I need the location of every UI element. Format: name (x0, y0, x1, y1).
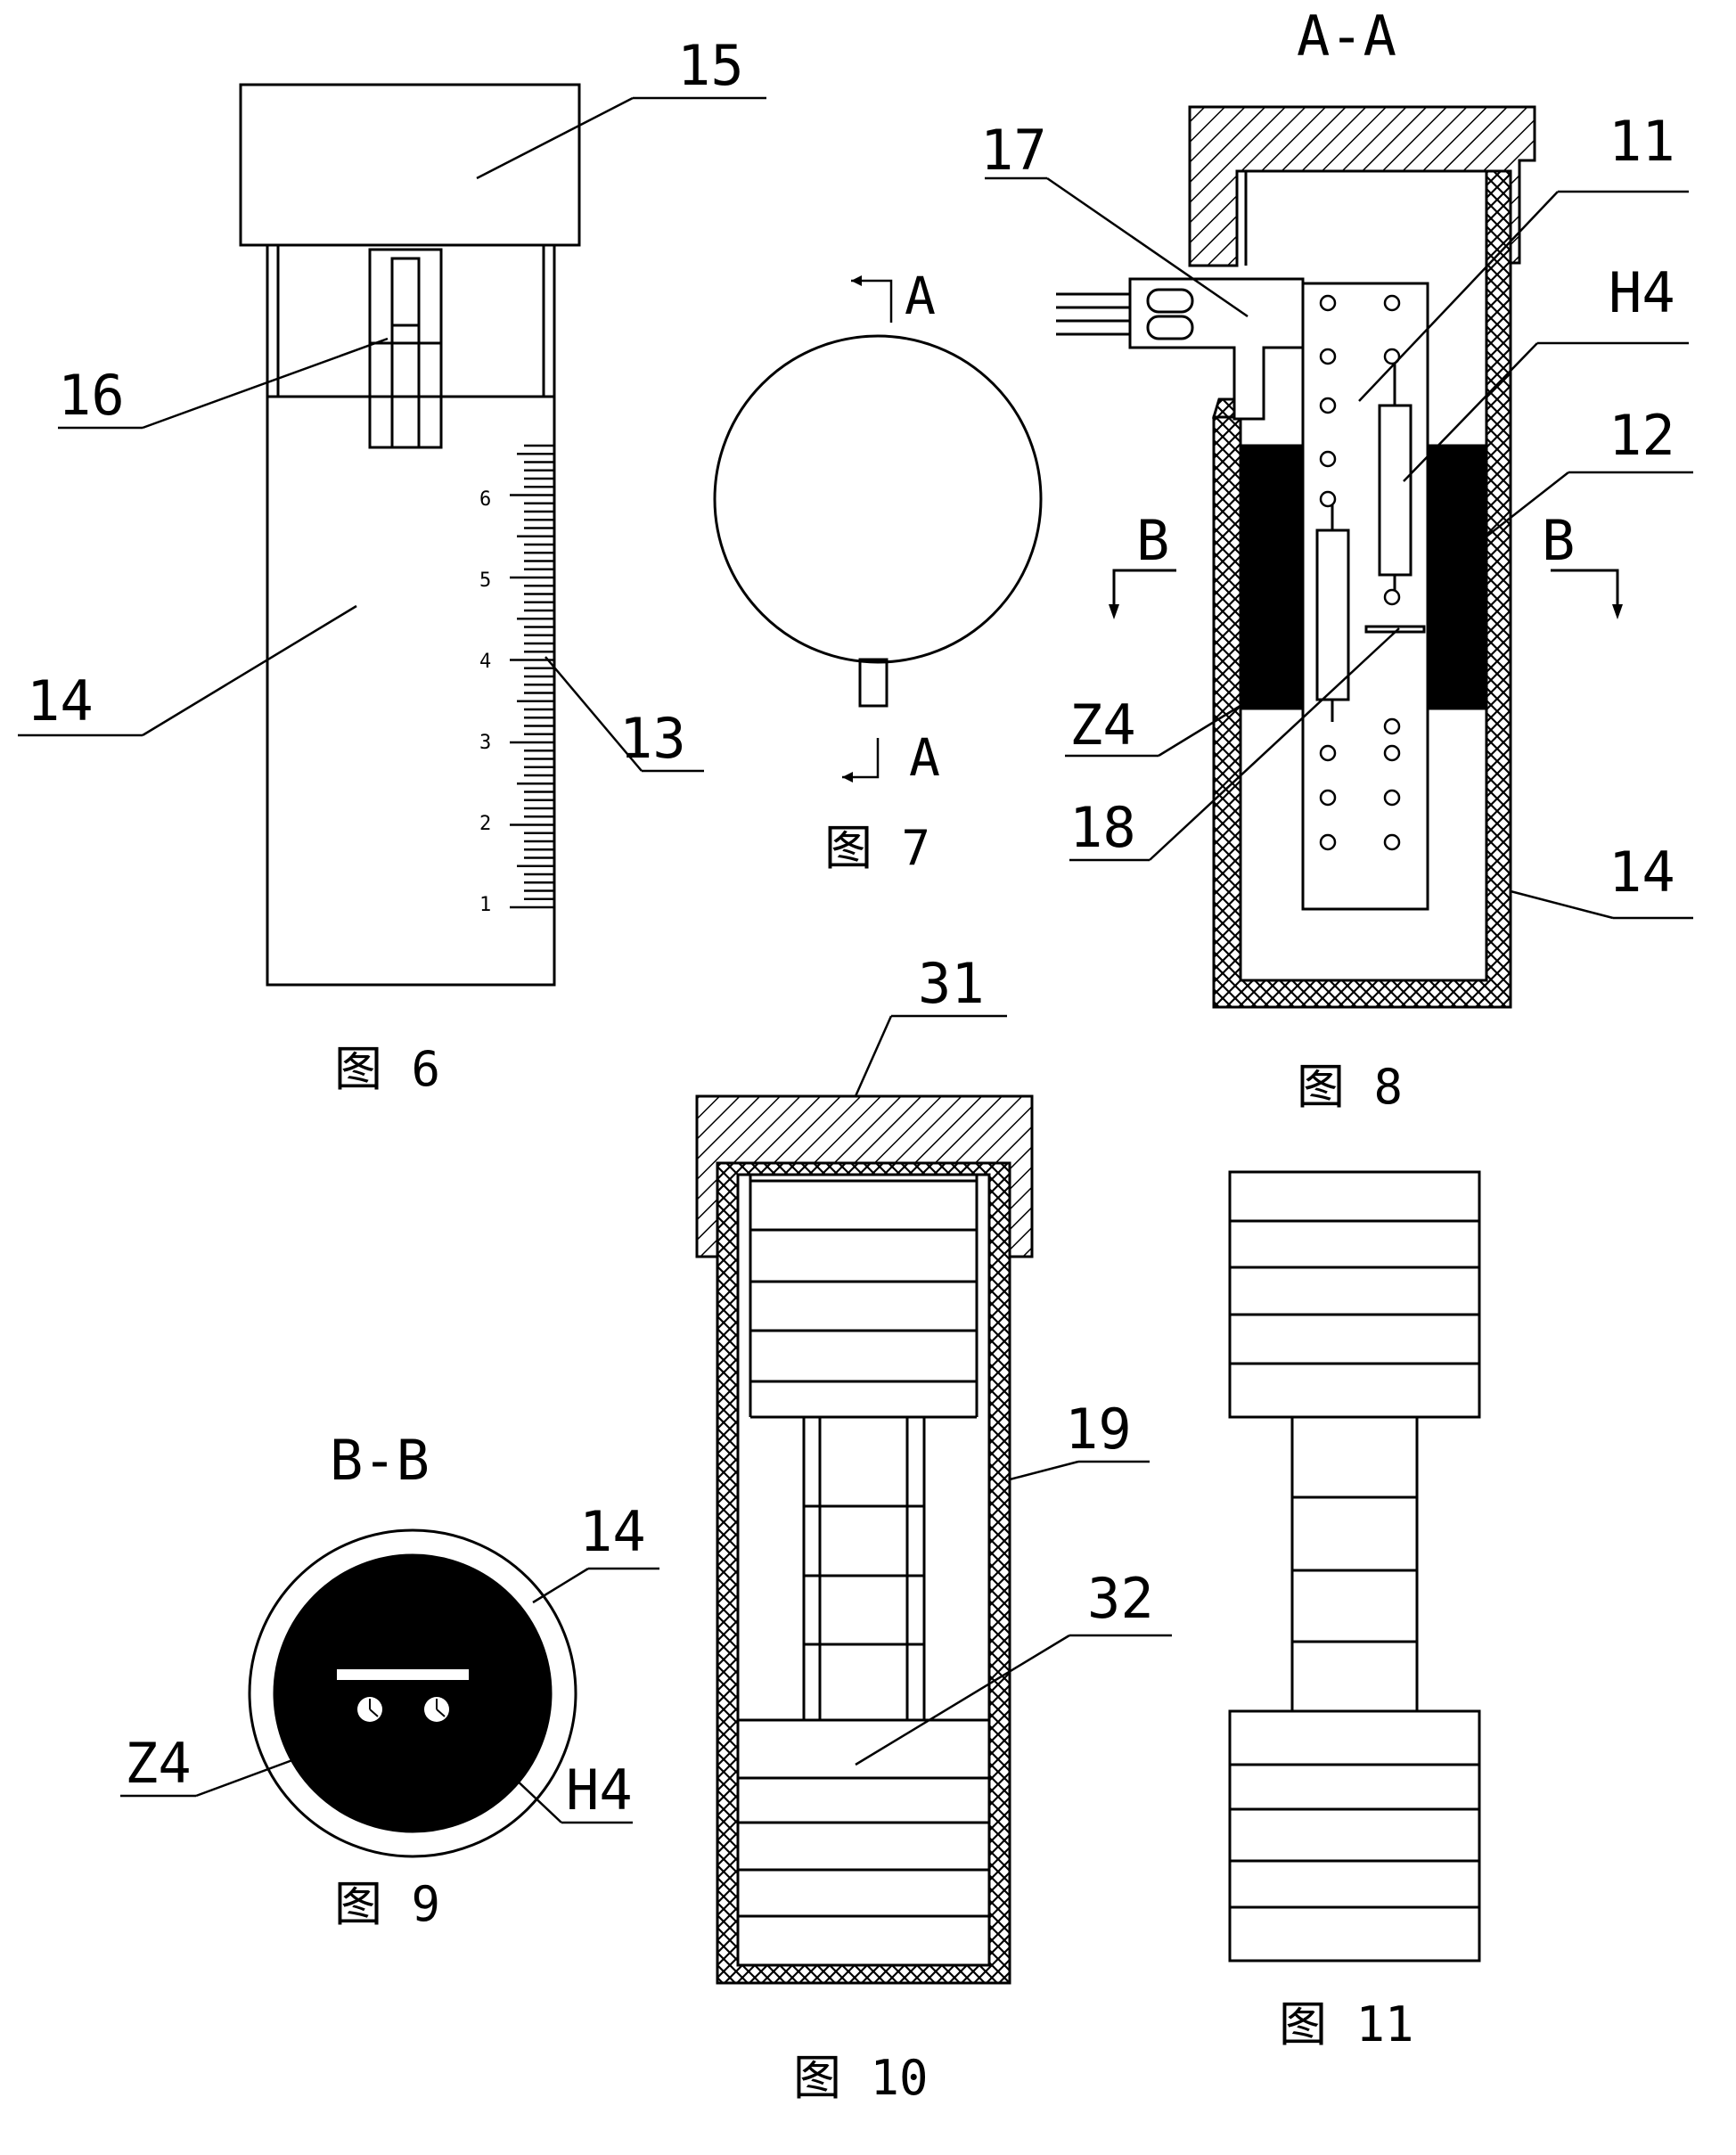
fig9-caption: 图 9 (334, 1876, 440, 1932)
fig8-reed-switch (1317, 530, 1348, 700)
fig8-label-18: 18 (1069, 795, 1136, 860)
fig8-magnet-right (1428, 446, 1486, 709)
fig9-label-Z4: Z4 (125, 1731, 192, 1796)
figure-7 (715, 275, 1041, 783)
fig8-section-arrow-right (1551, 570, 1617, 615)
fig9-label-14: 14 (579, 1499, 646, 1564)
fig8-connector (1130, 279, 1303, 419)
figure-8 (985, 107, 1693, 1007)
fig8-section-title: A-A (1297, 4, 1396, 69)
fig8-label-12: 12 (1609, 403, 1675, 468)
fig6-tick-label: 5 (479, 569, 491, 592)
board-hole (1321, 492, 1335, 506)
fig6-label-15: 15 (677, 33, 744, 98)
fig8-section-arrow-left (1114, 570, 1176, 615)
fig8-section-label-right: B (1542, 508, 1575, 573)
fig7-section-arrow-bottom (842, 738, 878, 777)
fig6-slider (370, 250, 441, 447)
fig8-label-Z4: Z4 (1069, 692, 1136, 758)
fig11-caption: 图 11 (1279, 1996, 1414, 2053)
fig6-label-13: 13 (619, 706, 686, 771)
fig9-magnet (274, 1555, 551, 1831)
fig10-caption: 图 10 (793, 2050, 929, 2106)
board-hole (1321, 835, 1335, 849)
fig10-label-19: 19 (1065, 1397, 1132, 1462)
fig6-cap (241, 85, 579, 245)
fig6-caption: 图 6 (334, 1041, 440, 1097)
fig9-label-H4: H4 (566, 1758, 633, 1823)
fig6-tick-label: 6 (479, 488, 491, 511)
fig8-section-label-left: B (1136, 508, 1169, 573)
fig8-magnet-left (1241, 446, 1303, 709)
fig10-inner-cavity (738, 1175, 989, 1965)
fig8-label-17: 17 (980, 118, 1047, 183)
fig7-section-label-top: A (905, 266, 936, 326)
fig11-top-block (1230, 1172, 1479, 1417)
board-hole (1385, 835, 1399, 849)
fig6-label-16: 16 (58, 363, 125, 428)
fig10-label-32: 32 (1087, 1566, 1154, 1631)
fig7-disc (715, 336, 1041, 662)
figure-10 (697, 1016, 1172, 1983)
fig11-middle-block (1292, 1417, 1417, 1711)
fig10-label-31: 31 (918, 951, 985, 1016)
fig8-label-14: 14 (1609, 840, 1675, 905)
board-hole (1321, 746, 1335, 760)
fig11-bottom-block (1230, 1711, 1479, 1961)
fig9-section-title: B-B (330, 1428, 430, 1493)
fig7-caption: 图 7 (824, 820, 930, 876)
fig8-caption: 图 8 (1297, 1059, 1403, 1115)
fig6-label-14: 14 (27, 668, 94, 733)
board-hole (1321, 452, 1335, 466)
board-hole (1321, 349, 1335, 364)
fig7-section-arrow-top (851, 281, 891, 323)
fig8-hall-sensor (1380, 406, 1411, 575)
board-hole (1385, 719, 1399, 733)
fig6-body (267, 397, 554, 985)
fig8-label-11: 11 (1609, 109, 1675, 174)
board-hole (1385, 746, 1399, 760)
fig7-stem (860, 660, 887, 706)
figure-11 (1230, 1172, 1479, 1961)
fig8-label-H4: H4 (1609, 260, 1675, 325)
fig6-tick-label: 4 (479, 651, 491, 673)
board-hole (1385, 791, 1399, 805)
fig9-pin (337, 1669, 469, 1680)
fig6-tick-label: 3 (479, 732, 491, 754)
board-hole (1321, 791, 1335, 805)
board-hole (1385, 590, 1399, 604)
board-hole (1321, 398, 1335, 413)
fig6-scale (510, 446, 554, 907)
fig6-tick-label: 2 (479, 813, 491, 835)
fig8-cap (1190, 107, 1535, 266)
board-hole (1321, 296, 1335, 310)
fig6-tick-label: 1 (479, 894, 491, 916)
fig7-section-label-bottom: A (909, 727, 940, 788)
figure-6 (18, 85, 766, 985)
board-hole (1385, 296, 1399, 310)
fig6-neck (267, 245, 554, 397)
